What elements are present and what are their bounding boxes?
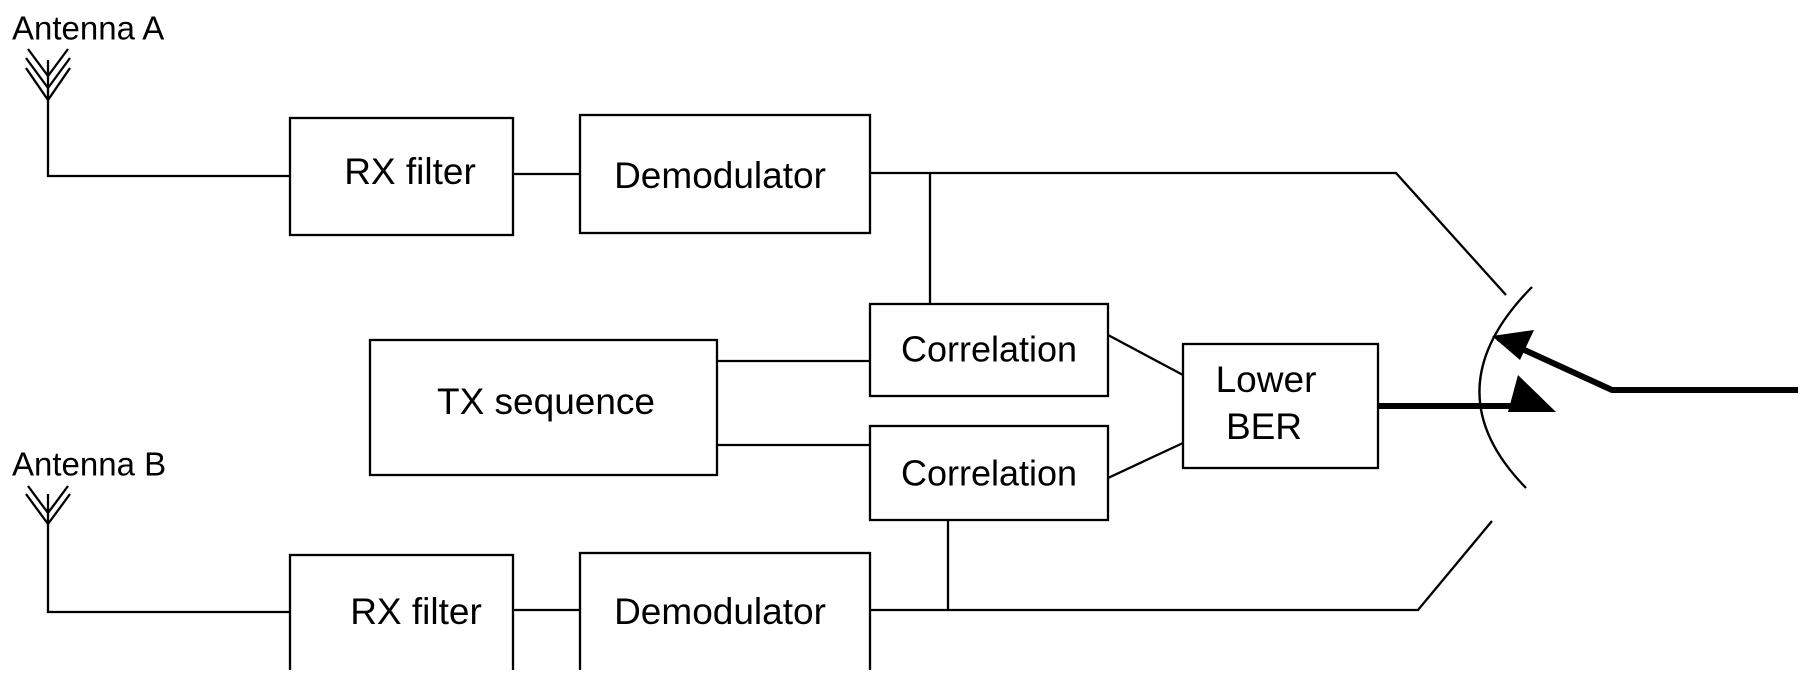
- wire-correlation-b-to-lower-ber: [1107, 441, 1184, 480]
- wire-demodulator-b-to-switch: [870, 520, 1493, 612]
- tx-sequence-box: [368, 338, 719, 477]
- lower-ber-box: [1181, 342, 1380, 470]
- demodulator-b-box: [578, 551, 872, 675]
- rx-filter-b-box: [288, 553, 515, 675]
- correlation-b-box: [868, 424, 1110, 522]
- rx-filter-b-label: RX filter: [350, 591, 482, 632]
- antenna-b-label: Antenna B: [12, 446, 166, 483]
- correlation-b-label: Correlation: [901, 453, 1077, 494]
- wire-demodulator-a-to-switch: [870, 171, 1507, 296]
- rx-filter-a-box: [288, 116, 515, 237]
- demodulator-a-label: Demodulator: [614, 155, 826, 196]
- switch-arrowhead-left: [1492, 330, 1534, 360]
- switch-arc: [1478, 286, 1533, 489]
- demodulator-b-label: Demodulator: [614, 591, 826, 632]
- switch-arrowhead-right: [1508, 375, 1556, 412]
- correlation-a-box: [868, 302, 1110, 398]
- wire-correlation-a-to-lower-ber: [1107, 333, 1184, 377]
- wire-antenna-b-to-rx-filter-b: [46, 524, 290, 614]
- rx-filter-a-label: RX filter: [344, 151, 476, 192]
- lower-ber-label-line2: BER: [1226, 406, 1302, 447]
- antenna-b-icon: [25, 485, 71, 525]
- wire-antenna-a-to-rx-filter-a: [46, 100, 290, 178]
- correlation-a-label: Correlation: [901, 329, 1077, 370]
- antenna-a-label: Antenna A: [12, 10, 164, 47]
- switch-lever: [1496, 335, 1798, 393]
- antenna-a-icon: [25, 48, 71, 101]
- tx-sequence-label: TX sequence: [437, 381, 655, 422]
- lower-ber-label-line1: Lower: [1216, 359, 1317, 400]
